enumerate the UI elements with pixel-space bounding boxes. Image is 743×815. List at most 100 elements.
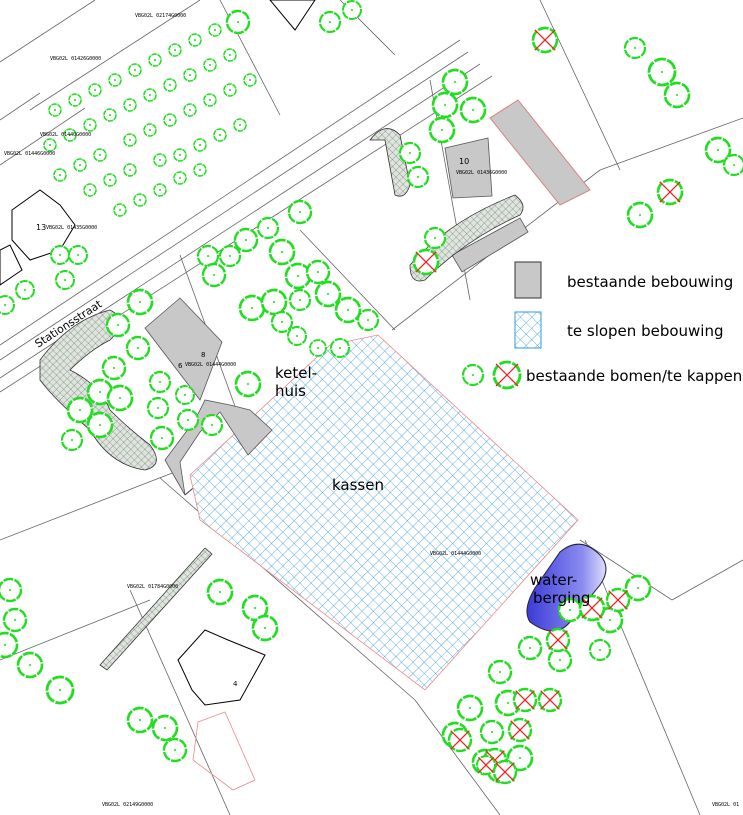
tree-icon <box>722 153 743 177</box>
tree-icon <box>213 128 227 142</box>
tree-icon <box>461 363 485 387</box>
tree-to-cut-icon <box>447 727 473 753</box>
parcel-code: VBG02L 02174G0000 <box>135 13 186 19</box>
tree-icon <box>123 98 137 112</box>
tree-icon <box>218 244 242 268</box>
tree-icon <box>126 706 154 734</box>
tree-to-cut-icon <box>656 178 684 206</box>
tree-icon <box>2 607 28 633</box>
tree-icon <box>342 0 362 20</box>
tree-icon <box>243 73 257 87</box>
ketelhuis-label-2: huis <box>275 382 306 400</box>
tree-icon <box>143 123 157 137</box>
tree-icon <box>193 163 207 177</box>
tree-icon <box>68 93 82 107</box>
tree-icon <box>423 226 447 250</box>
tree-icon <box>123 133 137 147</box>
tree-icon <box>149 425 175 451</box>
tree-to-cut-icon <box>507 717 533 743</box>
tree-icon <box>68 245 88 265</box>
parcel-code: VBG02L 01436G0000 <box>456 170 507 176</box>
tree-icon <box>288 288 312 312</box>
tree-icon <box>63 128 77 142</box>
trees-layer <box>0 0 743 785</box>
tree-icon <box>0 577 23 603</box>
existing-buildings <box>144 99 591 496</box>
tree-icon <box>203 58 217 72</box>
tree-icon <box>53 168 67 182</box>
tree-icon <box>459 96 487 124</box>
tree-icon <box>0 295 15 315</box>
tree-icon <box>176 408 200 432</box>
tree-icon <box>588 638 612 662</box>
legend-swatch-existing <box>514 261 542 299</box>
parcel-code: VBG02L 01444G0000 <box>185 362 236 368</box>
legend-existing-label: bestaande bebouwing <box>567 273 733 291</box>
tree-icon <box>148 53 162 67</box>
tree-icon <box>66 396 94 424</box>
tree-icon <box>48 103 62 117</box>
parcel-code: VBG02L 01 <box>712 802 739 808</box>
tree-icon <box>16 651 44 679</box>
parcel-code: VBG02L 01435G0000 <box>46 225 97 231</box>
tree-icon <box>50 245 70 265</box>
tree-to-cut-icon <box>537 687 563 713</box>
tree-icon <box>487 659 513 685</box>
tree-icon <box>153 183 167 197</box>
tree-icon <box>268 238 296 266</box>
tree-icon <box>113 203 127 217</box>
tree-icon <box>126 288 154 316</box>
tree-icon <box>626 201 654 229</box>
tree-icon <box>398 141 422 165</box>
tree-icon <box>314 280 342 308</box>
tree-to-cut-icon <box>412 248 440 276</box>
tree-icon <box>428 116 456 144</box>
tree-icon <box>431 91 459 119</box>
tree-icon <box>203 93 217 107</box>
hedges <box>39 128 524 671</box>
tree-icon <box>183 103 197 117</box>
tree-icon <box>256 216 280 240</box>
tree-to-cut-icon <box>512 687 538 713</box>
demolish-buildings <box>189 334 579 691</box>
tree-icon <box>330 338 350 358</box>
tree-to-cut-icon <box>531 26 559 54</box>
tree-to-cut-icon <box>476 755 496 775</box>
parcel-code: VBG02L 02149G0000 <box>102 802 153 808</box>
tree-icon <box>206 578 234 606</box>
legend-swatch-demolish <box>514 311 542 349</box>
tree-icon <box>704 136 732 164</box>
legend-tree-icons <box>461 360 522 390</box>
tree-icon <box>128 63 142 77</box>
tree-icon <box>148 370 172 394</box>
tree-icon <box>73 158 87 172</box>
tree-icon <box>101 355 127 381</box>
tree-icon <box>663 81 691 109</box>
tree-icon <box>223 48 237 62</box>
house-number-6: 6 <box>178 362 183 370</box>
tree-icon <box>83 183 97 197</box>
tree-icon <box>270 310 294 334</box>
legend-trees-label: bestaande bomen/te kappen <box>526 367 742 385</box>
tree-icon <box>153 153 167 167</box>
kassen-label: kassen <box>332 476 384 494</box>
tree-icon <box>125 335 151 361</box>
tree-icon <box>151 714 179 742</box>
tree-icon <box>201 262 227 288</box>
tree-icon <box>103 173 117 187</box>
parcel-code: VBG02L 01444G0000 <box>430 551 481 557</box>
tree-icon <box>233 118 247 132</box>
tree-icon <box>105 312 131 338</box>
tree-icon <box>173 171 187 185</box>
parcel-code: VBG02L 01440G0000 <box>40 132 91 138</box>
tree-icon <box>318 10 342 34</box>
house-outlines <box>0 0 316 706</box>
tree-to-cut-icon <box>545 627 571 653</box>
tree-icon <box>86 411 114 439</box>
tree-icon <box>547 647 573 673</box>
tree-to-cut-icon <box>605 587 631 613</box>
tree-icon <box>284 262 312 290</box>
house-number-8: 8 <box>201 351 205 359</box>
